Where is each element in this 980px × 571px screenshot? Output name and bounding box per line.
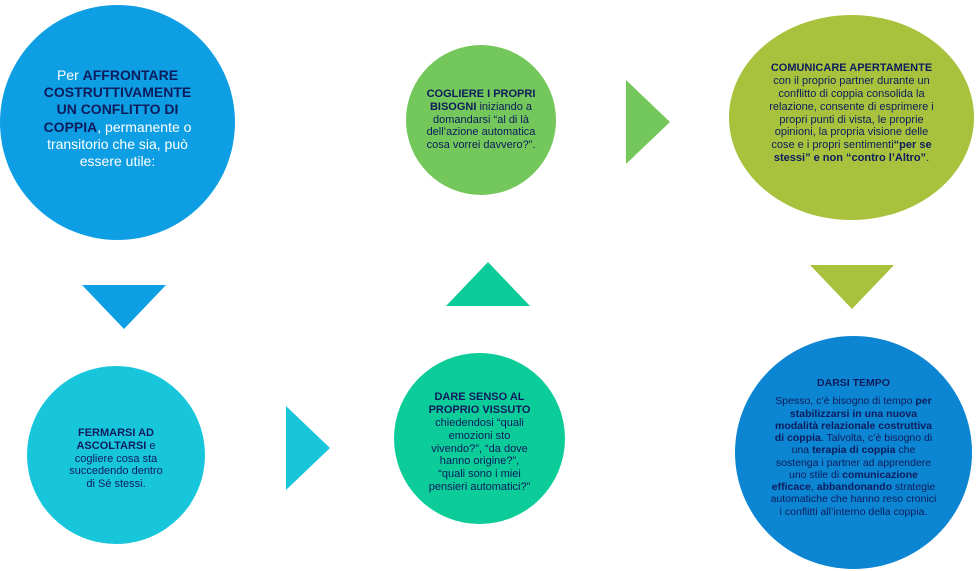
step2-bold: DARE SENSO AL PROPRIO VISSUTO — [428, 391, 531, 416]
step5-t3: che sostenga i partner ad apprendere uno… — [775, 444, 932, 481]
intro-bold: AFFRONTARE COSTRUTTIVAMENTE UN CONFLITTO… — [43, 67, 192, 135]
step5-b1: per stabilizzarsi in una nuova modalità … — [774, 395, 932, 445]
step2-circle: DARE SENSO AL PROPRIO VISSUTO chiedendos… — [394, 353, 565, 524]
step5-t5: strategie automatiche che hanno reso cro… — [770, 481, 937, 518]
step4-circle: COMUNICARE APERTAMENTE con il proprio pa… — [729, 15, 974, 220]
step1-circle: FERMARSI AD ASCOLTARSI e cogliere cosa s… — [27, 366, 205, 544]
step5-t2: . Talvolta, c’è bisogno di una — [791, 432, 933, 457]
step4-bold2: “per se stessi” e non “contro l’Altro” — [773, 139, 932, 165]
step4-bold: COMUNICARE APERTAMENTE — [770, 62, 933, 75]
step3-circle: COGLIERE I PROPRI BISOGNI iniziando a do… — [406, 45, 556, 195]
step4-text: COMUNICARE APERTAMENTE con il proprio pa… — [769, 62, 934, 165]
step5-t4: , — [810, 481, 817, 494]
step5-t1: Spesso, c’è bisogno di tempo — [775, 395, 916, 408]
step5-b4: abbandonando — [816, 481, 892, 494]
intro-pre: Per — [56, 67, 83, 84]
intro-post: , permanente o transitorio che sia, può … — [47, 118, 192, 169]
intro-text: Per AFFRONTARE COSTRUTTIVAMENTE UN CONFL… — [38, 67, 198, 169]
step5-b3: comunicazione efficace — [771, 468, 918, 494]
arrow-right-1 — [286, 406, 330, 490]
arrow-down-2 — [810, 265, 894, 309]
arrow-right-2 — [626, 80, 670, 164]
intro-circle: Per AFFRONTARE COSTRUTTIVAMENTE UN CONFL… — [0, 5, 235, 240]
step2-text: DARE SENSO AL PROPRIO VISSUTO chiedendos… — [426, 391, 534, 494]
step1-bold: FERMARSI AD ASCOLTARSI — [76, 426, 154, 452]
step2-body: chiedendosi “quali emozioni sto vivendo?… — [428, 416, 531, 494]
step3-bold: COGLIERE I PROPRI BISOGNI — [426, 87, 536, 113]
arrow-down-1 — [82, 285, 166, 329]
step5-heading: DARSI TEMPO — [817, 376, 890, 389]
step4-body: con il proprio partner durante un confli… — [769, 74, 934, 152]
step3-text: COGLIERE I PROPRI BISOGNI iniziando a do… — [422, 88, 540, 152]
step3-body: iniziando a domandarsi “al di là dell’az… — [426, 100, 536, 152]
step1-body: e cogliere cosa sta succedendo dentro di… — [69, 439, 163, 491]
step5-b2: terapia di coppia — [812, 444, 896, 457]
step4-end: . — [926, 152, 930, 165]
step1-text: FERMARSI AD ASCOLTARSI e cogliere cosa s… — [64, 427, 169, 491]
arrow-up-1 — [446, 262, 530, 306]
